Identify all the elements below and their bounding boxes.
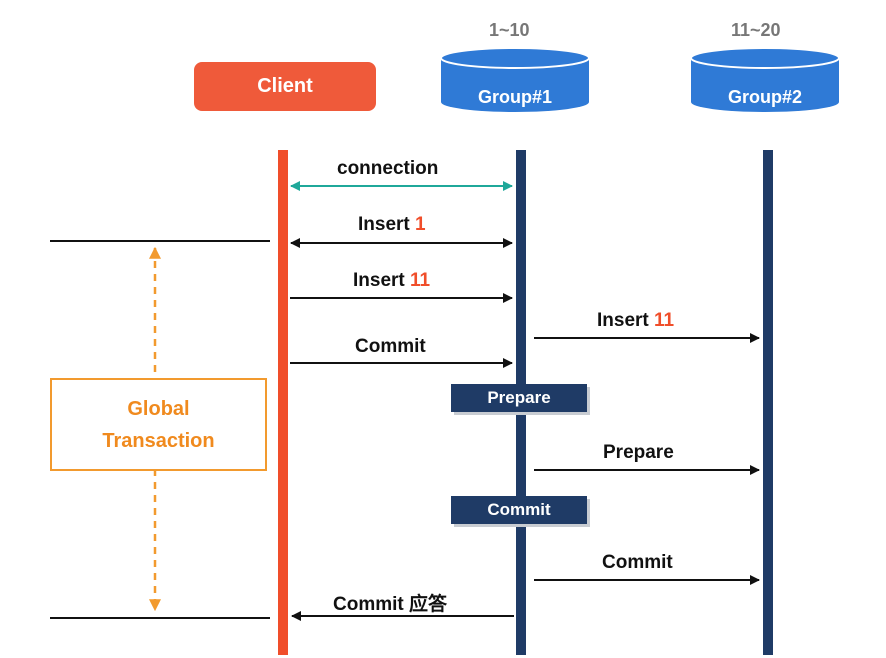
global-transaction-box: Global Transaction bbox=[50, 378, 267, 471]
global-transaction-line2: Transaction bbox=[102, 429, 215, 452]
global-transaction-line1: Global bbox=[127, 397, 190, 420]
commit-phase-box: Commit bbox=[451, 496, 587, 524]
insert-11-forward-label: Insert 11 bbox=[597, 310, 674, 332]
prepare-phase-label: Prepare bbox=[487, 388, 551, 407]
insert-11-forward-number: 11 bbox=[654, 310, 675, 331]
commit-forward-label: Commit bbox=[602, 552, 673, 573]
insert-11-text: Insert bbox=[353, 270, 405, 291]
commit-ack-label: Commit 应答 bbox=[333, 594, 448, 615]
group1-range: 1~10 bbox=[489, 20, 530, 40]
group2-range: 11~20 bbox=[731, 20, 781, 40]
group1-database-icon bbox=[440, 47, 590, 112]
connection-label: connection bbox=[337, 158, 439, 179]
insert-11-number: 11 bbox=[410, 270, 431, 291]
prepare-phase-box: Prepare bbox=[451, 384, 587, 412]
insert-11-label: Insert 11 bbox=[353, 270, 430, 292]
insert-1-number: 1 bbox=[415, 214, 426, 235]
insert-1-text: Insert bbox=[358, 214, 410, 235]
commit-phase-label: Commit bbox=[487, 500, 551, 519]
group2-database-icon bbox=[690, 47, 840, 112]
client-participant: Client bbox=[194, 62, 376, 111]
group2-lifeline bbox=[763, 150, 773, 655]
commit-request-label: Commit bbox=[355, 336, 426, 357]
group1-label: Group#1 bbox=[477, 87, 552, 107]
group2-label: Group#2 bbox=[727, 87, 802, 107]
insert-11-forward-text: Insert bbox=[597, 310, 649, 331]
client-lifeline bbox=[278, 150, 288, 655]
prepare-forward-label: Prepare bbox=[603, 442, 674, 463]
client-label: Client bbox=[257, 75, 313, 97]
insert-1-label: Insert 1 bbox=[358, 214, 426, 236]
